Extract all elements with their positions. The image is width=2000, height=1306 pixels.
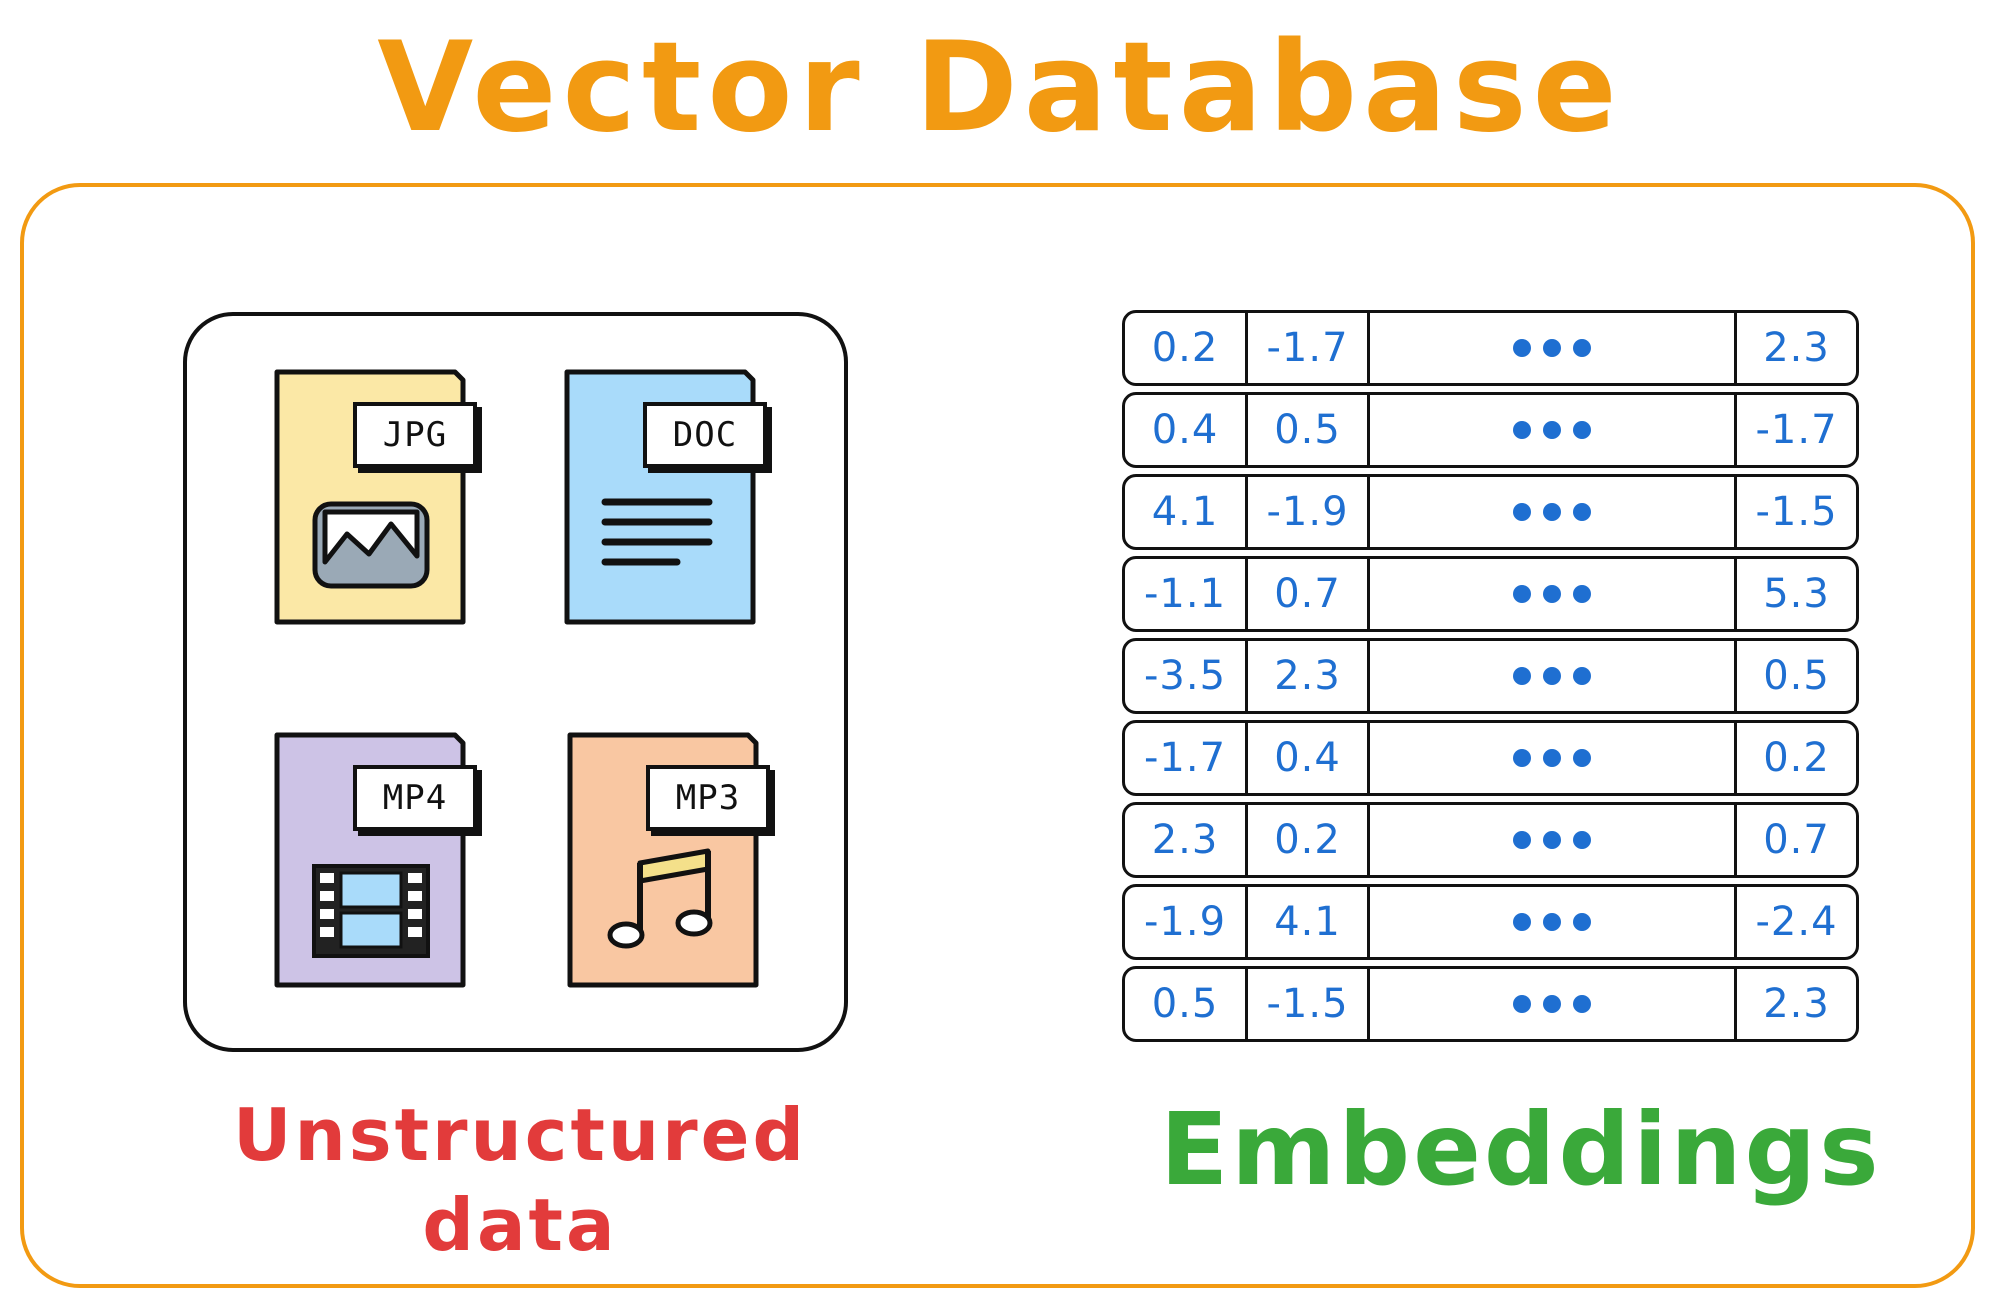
ellipsis-icon (1513, 995, 1591, 1013)
ellipsis-dot (1543, 421, 1561, 439)
ellipsis-dot (1513, 913, 1531, 931)
embedding-value: 5.3 (1763, 571, 1830, 617)
vector-database-frame (20, 183, 1975, 1288)
embedding-value: 0.5 (1125, 969, 1248, 1039)
ellipsis-dot (1513, 667, 1531, 685)
ellipsis-icon (1513, 913, 1591, 931)
ellipsis-dot (1573, 503, 1591, 521)
embedding-row: 4.1-1.9 -1.5 (1122, 474, 1859, 550)
file-type-tag: DOC (643, 402, 767, 468)
embedding-value: 0.2 (1125, 313, 1248, 383)
embedding-value: -1.5 (1755, 489, 1838, 535)
embedding-value: 0.5 (1248, 395, 1370, 465)
ellipsis-cell (1370, 641, 1737, 711)
ellipsis-cell (1370, 969, 1737, 1039)
ellipsis-dot (1543, 667, 1561, 685)
embedding-value: -1.1 (1125, 559, 1248, 629)
ellipsis-cell (1370, 477, 1737, 547)
embedding-value: 2.3 (1763, 981, 1830, 1027)
ellipsis-dot (1513, 749, 1531, 767)
embedding-value: 2.3 (1763, 325, 1830, 371)
ellipsis-icon (1513, 585, 1591, 603)
file-card-mp3: MP3 (567, 732, 770, 988)
embedding-value: -3.5 (1125, 641, 1248, 711)
embedding-value: -1.9 (1248, 477, 1370, 547)
file-type-tag: MP3 (646, 765, 770, 831)
ellipsis-dot (1573, 667, 1591, 685)
file-card-doc: DOC (564, 369, 767, 625)
ellipsis-dot (1513, 503, 1531, 521)
ellipsis-icon (1513, 667, 1591, 685)
ellipsis-dot (1543, 585, 1561, 603)
ellipsis-dot (1543, 339, 1561, 357)
ellipsis-cell (1370, 395, 1737, 465)
ellipsis-cell (1370, 805, 1737, 875)
ellipsis-icon (1513, 831, 1591, 849)
file-card-jpg: JPG (274, 369, 477, 625)
unstructured-data-panel (183, 312, 848, 1052)
ellipsis-cell (1370, 559, 1737, 629)
embedding-value: 0.5 (1763, 653, 1830, 699)
ellipsis-dot (1513, 831, 1531, 849)
ellipsis-dot (1573, 913, 1591, 931)
ellipsis-icon (1513, 503, 1591, 521)
ellipsis-dot (1513, 421, 1531, 439)
embedding-value: -1.5 (1248, 969, 1370, 1039)
ellipsis-cell (1370, 723, 1737, 793)
embedding-row: 0.2-1.7 2.3 (1122, 310, 1859, 386)
ellipsis-dot (1543, 995, 1561, 1013)
ellipsis-dot (1543, 831, 1561, 849)
file-type-tag: MP4 (353, 765, 477, 831)
embedding-value: -1.9 (1125, 887, 1248, 957)
ellipsis-dot (1573, 995, 1591, 1013)
ellipsis-dot (1513, 339, 1531, 357)
embedding-value: 0.4 (1125, 395, 1248, 465)
ellipsis-dot (1573, 421, 1591, 439)
ellipsis-icon (1513, 421, 1591, 439)
ellipsis-dot (1573, 585, 1591, 603)
embedding-value: -1.7 (1755, 407, 1838, 453)
embedding-value: 0.2 (1763, 735, 1830, 781)
embedding-value: 0.2 (1248, 805, 1370, 875)
ellipsis-cell (1370, 313, 1737, 383)
ellipsis-icon (1513, 749, 1591, 767)
file-type-tag: JPG (353, 402, 477, 468)
embeddings-label: Embeddings (1160, 1091, 1882, 1208)
page-title: Vector Database (377, 16, 1623, 160)
embedding-value: 2.3 (1125, 805, 1248, 875)
embedding-value: 2.3 (1248, 641, 1370, 711)
embedding-value: 0.7 (1248, 559, 1370, 629)
ellipsis-dot (1543, 913, 1561, 931)
embedding-value: 4.1 (1125, 477, 1248, 547)
ellipsis-dot (1543, 503, 1561, 521)
ellipsis-dot (1573, 339, 1591, 357)
embedding-value: -2.4 (1755, 899, 1838, 945)
unstructured-data-label: Unstructured data (233, 1093, 807, 1267)
embedding-value: 0.7 (1763, 817, 1830, 863)
embedding-value: 0.4 (1248, 723, 1370, 793)
ellipsis-dot (1513, 995, 1531, 1013)
ellipsis-dot (1573, 831, 1591, 849)
ellipsis-icon (1513, 339, 1591, 357)
ellipsis-dot (1513, 585, 1531, 603)
ellipsis-dot (1543, 749, 1561, 767)
ellipsis-cell (1370, 887, 1737, 957)
embedding-value: -1.7 (1125, 723, 1248, 793)
file-card-mp4: MP4 (274, 732, 477, 988)
ellipsis-dot (1573, 749, 1591, 767)
embedding-value: 4.1 (1248, 887, 1370, 957)
embedding-row: 0.5-1.5 2.3 (1122, 966, 1859, 1042)
embedding-value: -1.7 (1248, 313, 1370, 383)
